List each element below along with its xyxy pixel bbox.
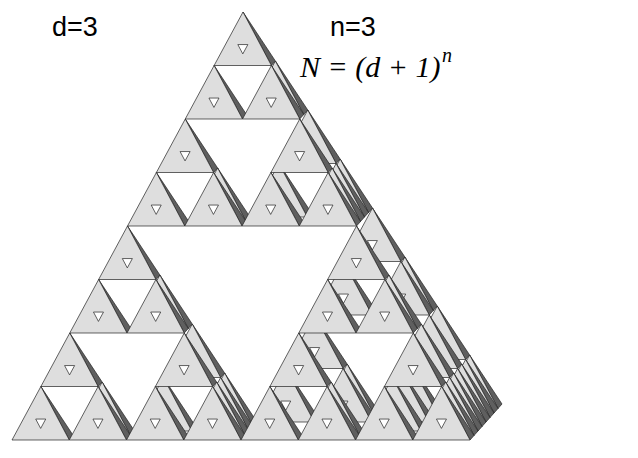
- front-face: [328, 226, 385, 280]
- front-face: [242, 173, 299, 227]
- front-face: [271, 119, 328, 173]
- face-hole: [322, 419, 332, 428]
- front-face: [127, 280, 184, 334]
- front-face: [155, 333, 212, 387]
- front-face: [243, 66, 300, 120]
- level-label: n=3: [330, 12, 376, 43]
- face-hole: [180, 152, 190, 161]
- face-hole: [322, 312, 332, 321]
- front-face: [413, 387, 470, 441]
- face-hole: [209, 98, 219, 107]
- face-hole: [436, 419, 446, 428]
- face-hole: [36, 419, 46, 428]
- front-face: [356, 280, 413, 334]
- face-hole: [151, 205, 161, 214]
- face-hole: [65, 366, 75, 375]
- face-hole: [207, 419, 217, 428]
- face-hole: [408, 366, 418, 375]
- front-face: [299, 280, 356, 334]
- face-hole: [351, 259, 361, 268]
- face-hole: [93, 312, 103, 321]
- face-hole: [266, 205, 276, 214]
- face-hole: [238, 45, 248, 54]
- face-hole: [93, 419, 103, 428]
- face-hole: [379, 419, 389, 428]
- face-hole: [151, 312, 161, 321]
- front-face: [127, 387, 184, 441]
- dimension-label: d=3: [52, 12, 98, 43]
- formula-exponent: n: [442, 44, 452, 67]
- face-hole: [179, 366, 189, 375]
- front-face: [156, 119, 213, 173]
- front-face: [299, 173, 356, 227]
- face-hole: [294, 366, 304, 375]
- front-face: [12, 387, 69, 441]
- front-face: [185, 173, 242, 227]
- face-hole: [295, 152, 305, 161]
- front-face: [128, 173, 185, 227]
- front-face: [214, 12, 271, 66]
- front-face: [298, 387, 355, 441]
- front-face: [384, 333, 441, 387]
- front-face: [184, 387, 241, 441]
- front-face: [356, 387, 413, 441]
- face-hole: [266, 98, 276, 107]
- face-hole: [265, 419, 275, 428]
- face-hole: [122, 259, 132, 268]
- face-hole: [208, 205, 218, 214]
- front-face: [70, 280, 127, 334]
- front-face: [270, 333, 327, 387]
- front-face: [185, 66, 242, 120]
- face-hole: [323, 205, 333, 214]
- front-face: [69, 387, 126, 441]
- face-hole: [380, 312, 390, 321]
- front-face: [99, 226, 156, 280]
- front-face: [241, 387, 298, 441]
- front-face: [41, 333, 98, 387]
- face-hole: [150, 419, 160, 428]
- count-formula: N = (d + 1): [300, 50, 440, 84]
